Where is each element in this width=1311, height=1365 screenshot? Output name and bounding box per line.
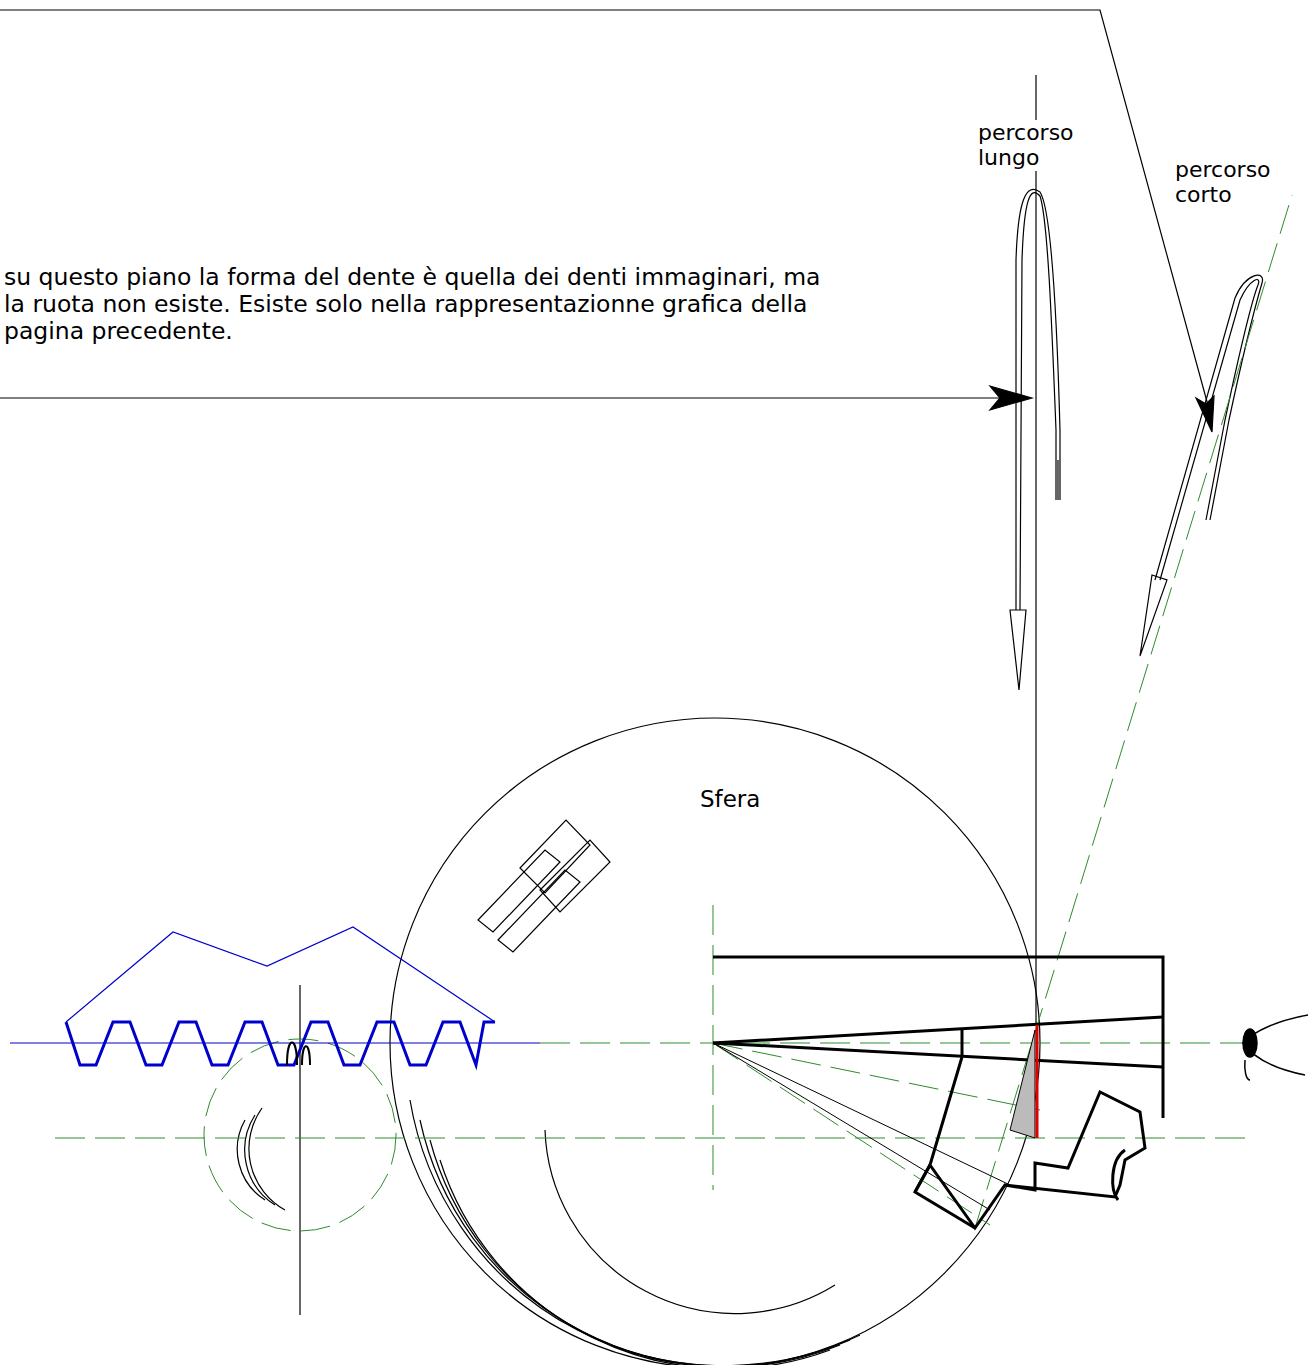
note-text: su questo piano la forma del dente è que… bbox=[4, 264, 844, 345]
path-arrow bbox=[1155, 275, 1263, 580]
path-arrow bbox=[1020, 193, 1056, 610]
eye-symbol bbox=[1243, 1015, 1308, 1080]
path-arrow bbox=[1016, 189, 1060, 610]
part-label: Sfera bbox=[700, 786, 820, 812]
arrow-head bbox=[990, 386, 1032, 410]
path-arrow bbox=[1160, 280, 1259, 580]
projection-line bbox=[1035, 75, 1036, 1026]
red-profile-line bbox=[1036, 1025, 1039, 1138]
path-label: percorso lungo bbox=[976, 120, 1092, 171]
path-label: percorso corto bbox=[1175, 157, 1305, 208]
leader-line bbox=[0, 397, 1000, 398]
arrow-head bbox=[1010, 610, 1026, 690]
leader-line bbox=[0, 10, 1212, 420]
